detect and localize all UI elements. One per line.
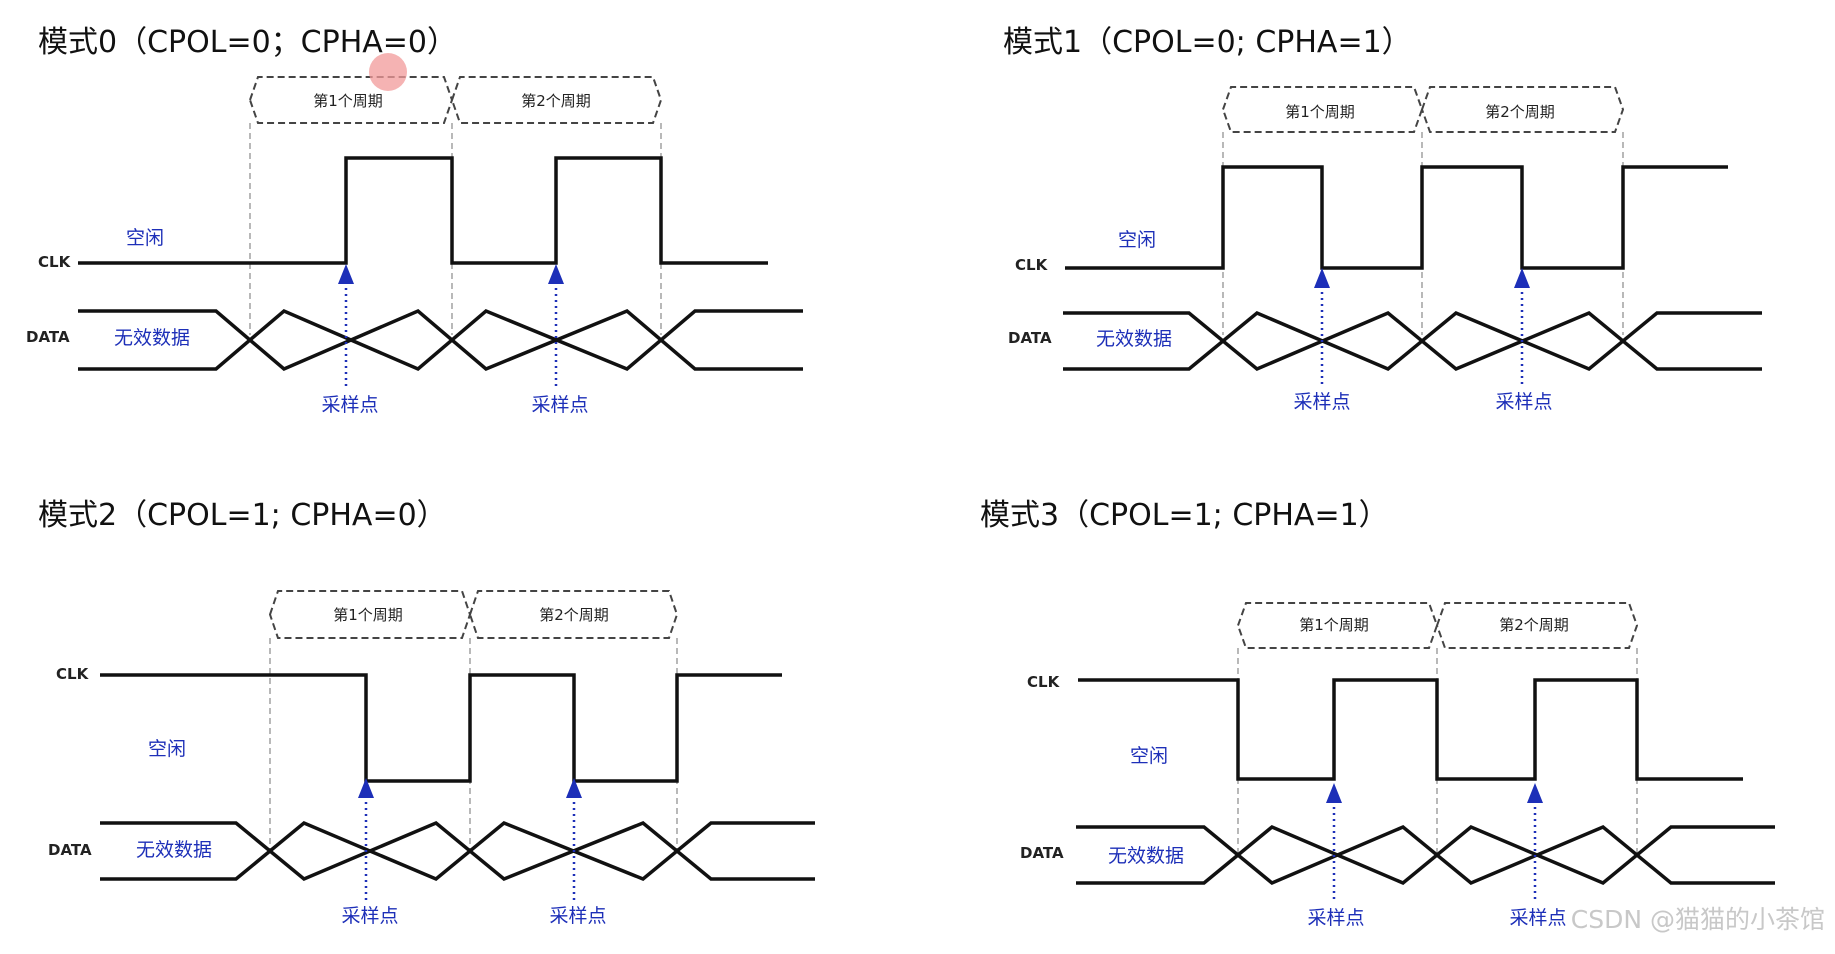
period-2-box <box>468 590 679 639</box>
watermark: CSDN @猫猫的小茶馆 <box>1571 905 1825 934</box>
data-line-lower <box>100 820 815 882</box>
sample-1-arrow-icon <box>1314 268 1330 288</box>
mode-3-idle-label: 空闲 <box>1130 745 1168 767</box>
sample-2-arrow-icon <box>1514 268 1530 288</box>
mode-3-sample-point-1-label: 采样点 <box>1307 907 1364 929</box>
mode-2-idle-label: 空闲 <box>148 738 186 760</box>
mode-1-clk-label: CLK <box>1015 256 1049 274</box>
mode-0-sample-point-1-label: 采样点 <box>321 394 378 416</box>
period-1-box <box>1236 602 1439 649</box>
mode-0-period-1-label: 第1个周期 <box>313 92 383 110</box>
sample-1-arrow-icon <box>338 264 354 284</box>
clk-waveform <box>1065 165 1728 270</box>
period-2-box <box>1420 86 1625 133</box>
mode-0-clk-label: CLK <box>38 253 72 271</box>
panel-mode-0: 模式0（CPOL=0；CPHA=0） CLK DATA 空闲 无效数据 第1个周… <box>26 25 803 416</box>
mode-3-data-label: DATA <box>1020 844 1064 862</box>
mode-2-invalid-data-label: 无效数据 <box>136 839 212 861</box>
sample-2-arrow-icon <box>566 778 582 798</box>
mode-2-period-2-label: 第2个周期 <box>539 606 609 624</box>
data-line-lower <box>1063 310 1762 372</box>
mode-3-waveforms <box>1076 602 1775 902</box>
mode-1-invalid-data-label: 无效数据 <box>1096 328 1172 350</box>
mode-2-period-1-label: 第1个周期 <box>333 606 403 624</box>
panel-mode-1: 模式1（CPOL=0; CPHA=1） CLK DATA 空闲 无效数据 第1个… <box>1003 25 1762 413</box>
data-line-lower <box>1076 824 1775 886</box>
mode-1-sample-point-2-label: 采样点 <box>1495 391 1552 413</box>
mode-2-sample-point-1-label: 采样点 <box>341 905 398 927</box>
mode-2-data-label: DATA <box>48 841 92 859</box>
mode-2-sample-point-2-label: 采样点 <box>549 905 606 927</box>
panel-mode-2: 模式2（CPOL=1; CPHA=0） CLK DATA 空闲 无效数据 第1个… <box>38 498 815 927</box>
clk-waveform <box>1078 678 1743 781</box>
mode-2-title: 模式2（CPOL=1; CPHA=0） <box>38 498 447 533</box>
mode-2-waveforms <box>100 590 815 900</box>
mode-3-period-1-label: 第1个周期 <box>1299 616 1369 634</box>
mode-0-period-2-label: 第2个周期 <box>521 92 591 110</box>
mode-3-sample-point-2-label: 采样点 <box>1509 907 1566 929</box>
mode-3-clk-label: CLK <box>1027 673 1061 691</box>
mode-1-sample-point-1-label: 采样点 <box>1293 391 1350 413</box>
period-2-box <box>450 76 663 124</box>
mode-0-sample-point-2-label: 采样点 <box>531 394 588 416</box>
mode-1-data-label: DATA <box>1008 329 1052 347</box>
period-2-box <box>1435 602 1639 649</box>
sample-2-arrow-icon <box>1527 783 1543 803</box>
mode-0-idle-label: 空闲 <box>126 227 164 249</box>
mode-0-data-label: DATA <box>26 328 70 346</box>
clk-waveform <box>78 156 768 265</box>
mode-1-waveforms <box>1063 86 1762 385</box>
sample-1-arrow-icon <box>358 778 374 798</box>
panel-mode-3: 模式3（CPOL=1; CPHA=1） CLK DATA 空闲 无效数据 第1个… <box>980 498 1775 929</box>
data-line-lower <box>78 308 803 372</box>
mode-0-waveforms <box>78 76 803 387</box>
mode-1-title: 模式1（CPOL=0; CPHA=1） <box>1003 25 1412 60</box>
mode-3-title: 模式3（CPOL=1; CPHA=1） <box>980 498 1389 533</box>
mode-1-period-1-label: 第1个周期 <box>1285 103 1355 121</box>
mode-1-idle-label: 空闲 <box>1118 229 1156 251</box>
mode-3-period-2-label: 第2个周期 <box>1499 616 1569 634</box>
clk-waveform <box>100 673 782 783</box>
mode-3-invalid-data-label: 无效数据 <box>1108 845 1184 867</box>
sample-2-arrow-icon <box>548 264 564 284</box>
mode-2-clk-label: CLK <box>56 665 90 683</box>
sample-1-arrow-icon <box>1326 783 1342 803</box>
mode-0-invalid-data-label: 无效数据 <box>114 327 190 349</box>
mode-1-period-2-label: 第2个周期 <box>1485 103 1555 121</box>
period-1-box <box>1221 86 1424 133</box>
pointer-cursor-icon <box>369 53 407 91</box>
